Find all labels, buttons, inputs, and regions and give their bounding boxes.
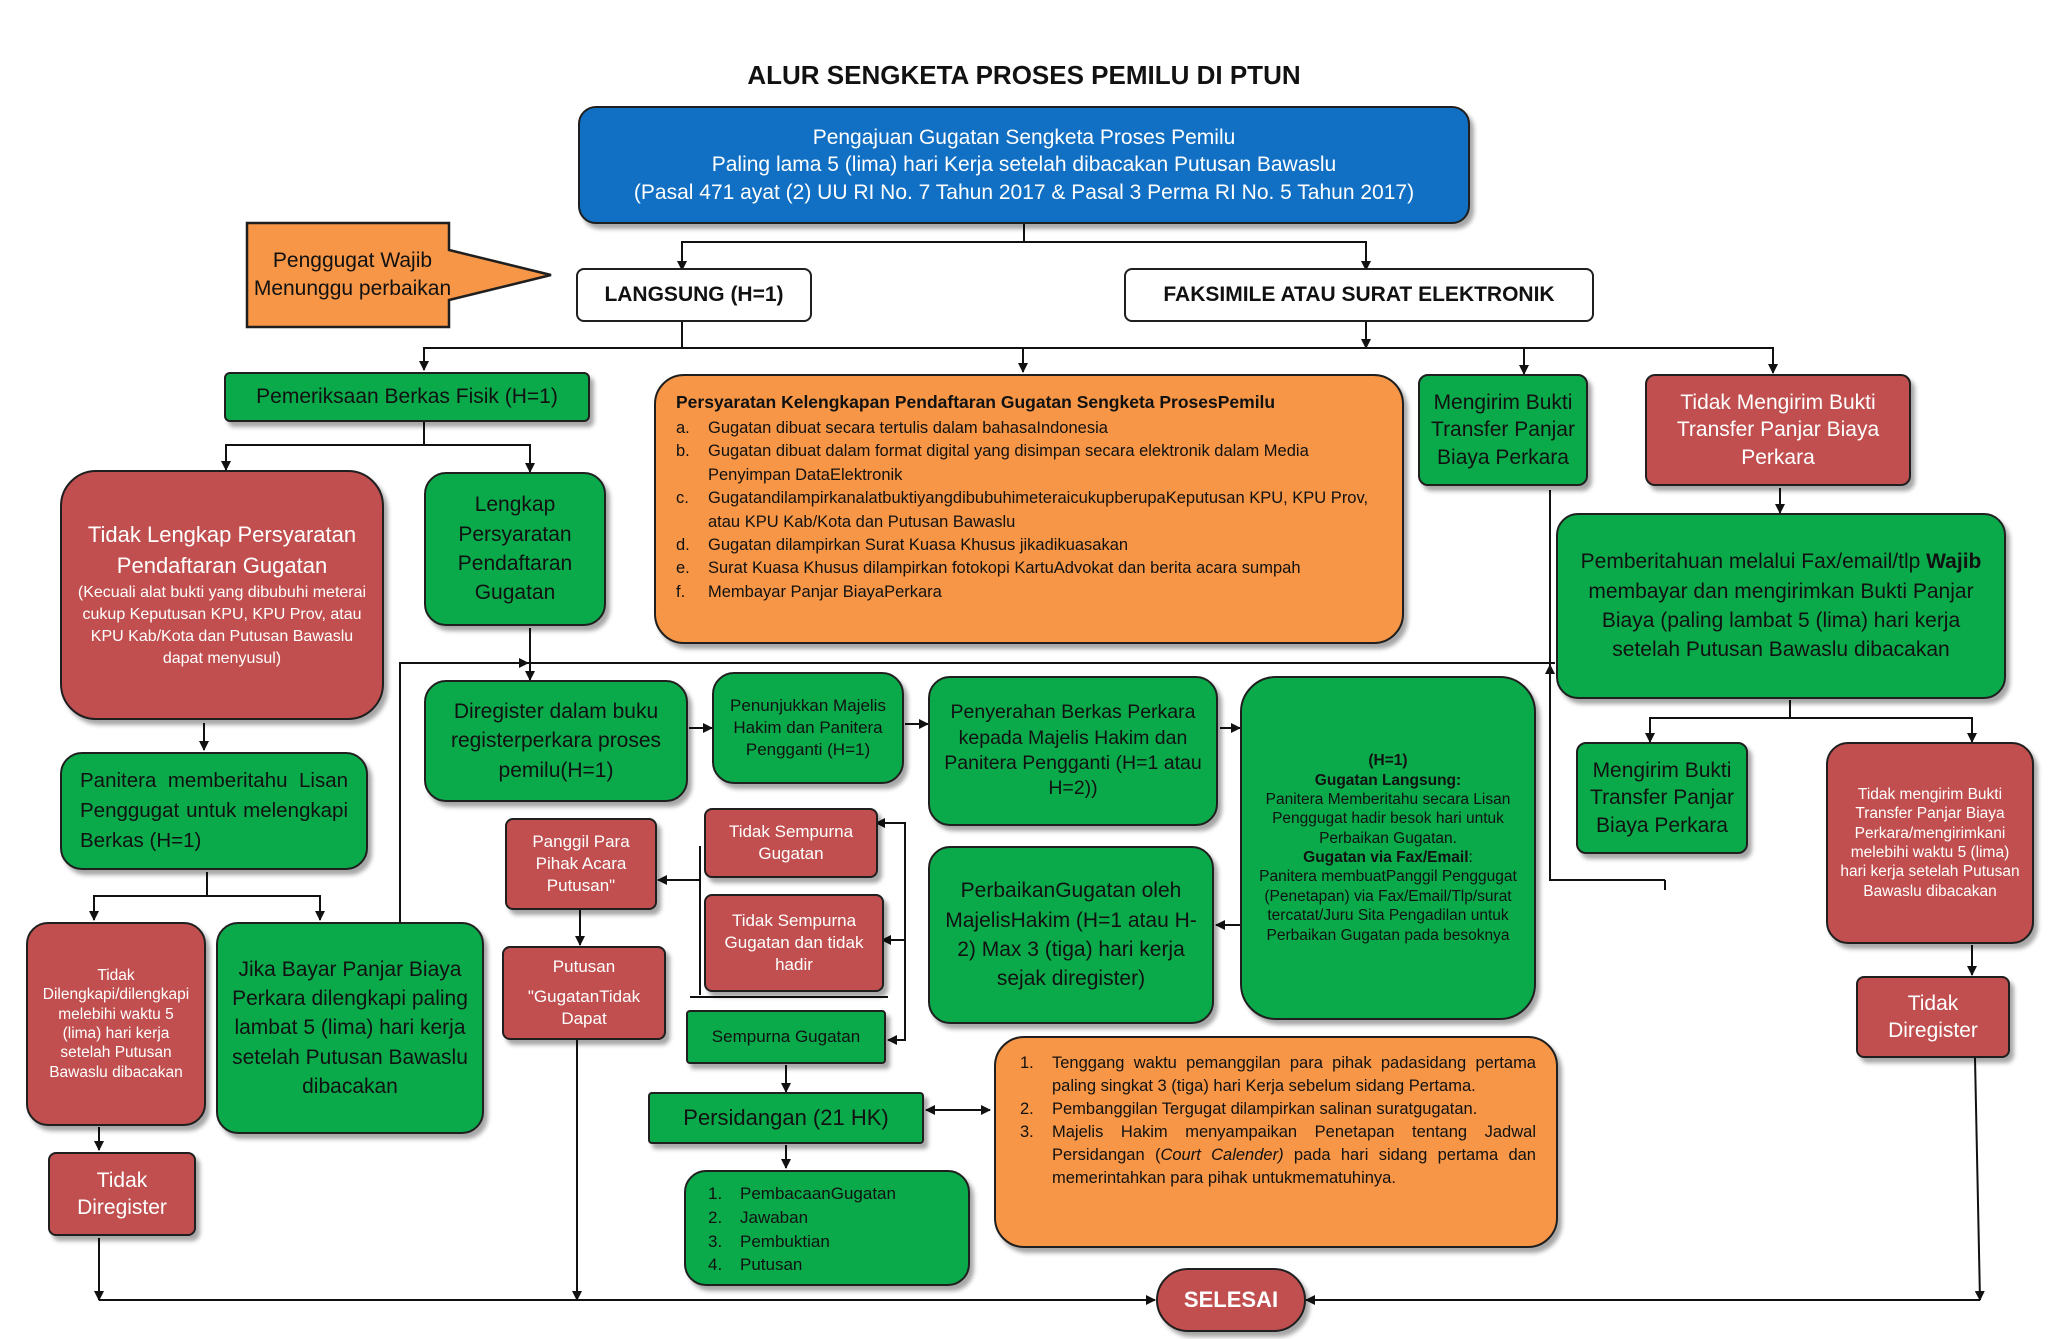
list-item: e.Surat Kuasa Khusus dilampirkan fotokop…	[676, 559, 1301, 578]
list-item: 1.Tenggang waktu pemanggilan para pihak …	[1020, 1054, 1536, 1096]
persyaratan-list: a.Gugatan dibuat secara tertulis dalam b…	[676, 417, 1382, 604]
tidak-diregister-right: Tidak Diregister	[1856, 976, 2010, 1058]
perbaikan-gugatan-box: PerbaikanGugatan oleh MajelisHakim (H=1 …	[928, 846, 1214, 1024]
tidak-mengirim-bukti-box: Tidak Mengirim Bukti Transfer Panjar Bia…	[1645, 374, 1911, 486]
tahapan-list: 1.PembacaanGugatan 2.Jawaban 3.Pembuktia…	[708, 1182, 896, 1277]
list-item: 3.Pembuktian	[708, 1231, 830, 1251]
penunjukkan-box: Penunjukkan Majelis Hakim dan Panitera P…	[712, 672, 904, 784]
list-item: 2.Pembanggilan Tergugat dilampirkan sali…	[1020, 1100, 1478, 1119]
tahapan-sidang-box: 1.PembacaanGugatan 2.Jawaban 3.Pembuktia…	[684, 1170, 970, 1286]
pemeriksaan-berkas-box: Pemeriksaan Berkas Fisik (H=1)	[224, 372, 590, 422]
tidak-dilengkapi-box: Tidak Dilengkapi/dilengkapi melebihi wak…	[26, 922, 206, 1126]
page-title: ALUR SENGKETA PROSES PEMILU DI PTUN	[747, 60, 1301, 90]
sempurna-gugatan-box: Sempurna Gugatan	[686, 1010, 886, 1064]
persidangan-box: Persidangan (21 HK)	[648, 1092, 924, 1144]
pengajuan-line1: Pengajuan Gugatan Sengketa Proses Pemilu	[812, 126, 1236, 150]
pemberitahuan-box: Pemberitahuan melalui Fax/email/tlp Waji…	[1556, 513, 2006, 699]
list-item: 4.Putusan	[708, 1255, 803, 1275]
putusan-box: Putusan "GugatanTidak Dapat	[502, 946, 666, 1040]
tidak-lengkap-box: Tidak Lengkap Persyaratan Pendaftaran Gu…	[60, 470, 384, 720]
list-item: b.Gugatan dibuat dalam format digital ya…	[676, 442, 1309, 484]
panggil-para-box: Panggil Para Pihak Acara Putusan"	[505, 818, 657, 910]
list-item: 3.Majelis Hakim menyampaikan Penetapan t…	[1020, 1123, 1536, 1188]
selesai-box: SELESAI	[1156, 1268, 1306, 1332]
langsung-box: LANGSUNG (H=1)	[576, 268, 812, 322]
list-item: f.Membayar Panjar BiayaPerkara	[676, 582, 942, 601]
tidak-lengkap-note: (Kecuali alat bukti yang dibubuhi metera…	[77, 583, 367, 667]
faksimile-box: FAKSIMILE ATAU SURAT ELEKTRONIK	[1124, 268, 1594, 322]
penyerahan-box: Penyerahan Berkas Perkara kepada Majelis…	[928, 676, 1218, 826]
pengajuan-gugatan-box: Pengajuan Gugatan Sengketa Proses Pemilu…	[578, 106, 1470, 224]
pengajuan-line2: Paling lama 5 (lima) hari Kerja setelah …	[711, 153, 1337, 177]
tidak-mengirim-box-2: Tidak mengirim Bukti Transfer Panjar Bia…	[1826, 742, 2034, 944]
persyaratan-heading: Persyaratan Kelengkapan Pendaftaran Guga…	[676, 392, 1276, 412]
wajib-label: Wajib	[1926, 550, 1982, 574]
list-item: 1.PembacaanGugatan	[708, 1184, 896, 1203]
tidak-sempurna-hadir-box: Tidak Sempurna Gugatan dan tidak hadir	[704, 894, 884, 992]
panitera-lisan-box: Panitera memberitahu Lisan Penggugat unt…	[60, 752, 368, 870]
list-item: c.Gugatandilampirkanalatbuktiyangdibubuh…	[676, 489, 1369, 531]
ketentuan-list: 1.Tenggang waktu pemanggilan para pihak …	[1020, 1052, 1536, 1191]
tidak-lengkap-title: Tidak Lengkap Persyaratan Pendaftaran Gu…	[87, 522, 357, 578]
mengirim-bukti-box-1: Mengirim Bukti Transfer Panjar Biaya Per…	[1418, 374, 1588, 486]
ketentuan-sidang-box: 1.Tenggang waktu pemanggilan para pihak …	[994, 1036, 1558, 1248]
tidak-sempurna-box: Tidak Sempurna Gugatan	[704, 808, 878, 878]
diregister-box: Diregister dalam buku registerperkara pr…	[424, 680, 688, 802]
penggugat-arrow-shape	[245, 221, 552, 329]
persyaratan-box: Persyaratan Kelengkapan Pendaftaran Guga…	[654, 374, 1404, 644]
mengirim-bukti-box-2: Mengirim Bukti Transfer Panjar Biaya Per…	[1576, 742, 1748, 854]
list-item: a.Gugatan dibuat secara tertulis dalam b…	[676, 418, 1108, 437]
pengajuan-line3: (Pasal 471 ayat (2) UU RI No. 7 Tahun 20…	[633, 180, 1415, 204]
jika-bayar-box: Jika Bayar Panjar Biaya Perkara dilengka…	[216, 922, 484, 1134]
h1-info-box: (H=1) Gugatan Langsung: Panitera Memberi…	[1240, 676, 1536, 1020]
penggugat-arrow-label: Penggugat Wajib Menunggu perbaikan	[253, 248, 452, 300]
lengkap-box: Lengkap Persyaratan Pendaftaran Gugatan	[424, 472, 606, 626]
list-item: d.Gugatan dilampirkan Surat Kuasa Khusus…	[676, 535, 1129, 554]
tidak-diregister-left: Tidak Diregister	[48, 1152, 196, 1236]
list-item: 2.Jawaban	[708, 1207, 809, 1227]
